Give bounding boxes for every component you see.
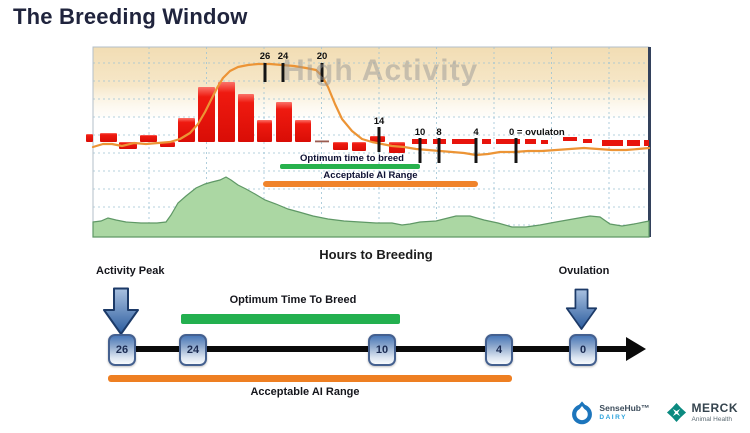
timeline-marker-10: 10 bbox=[368, 334, 396, 366]
svg-text:24: 24 bbox=[278, 51, 289, 62]
timeline-marker-0: 0 bbox=[569, 334, 597, 366]
footer-logos: SenseHub™ DAIRY MERCK Animal Health bbox=[570, 400, 738, 425]
timeline-axis-arrowhead-icon bbox=[626, 337, 646, 361]
page-title: The Breeding Window bbox=[13, 4, 248, 29]
svg-text:10: 10 bbox=[415, 127, 426, 138]
ovulation-label: Ovulation bbox=[558, 265, 610, 277]
svg-text:Optimum time to breed: Optimum time to breed bbox=[300, 153, 404, 164]
merck-logo: MERCK Animal Health bbox=[666, 402, 739, 423]
svg-text:26: 26 bbox=[260, 51, 271, 62]
merck-name: MERCK bbox=[691, 401, 738, 416]
timeline-marker-26: 26 bbox=[108, 334, 136, 366]
ovulation-arrow-icon bbox=[565, 288, 598, 330]
timeline-marker-24: 24 bbox=[179, 334, 207, 366]
svg-text:0 = ovulaton: 0 = ovulaton bbox=[509, 127, 565, 138]
timeline-title: Hours to Breeding bbox=[319, 247, 433, 262]
activity-peak-label: Activity Peak bbox=[96, 265, 165, 277]
timeline-marker-4: 4 bbox=[485, 334, 513, 366]
merck-sub: Animal Health bbox=[691, 415, 732, 423]
acceptable-range-bar bbox=[108, 375, 512, 382]
activity-peak-arrow-icon bbox=[103, 287, 139, 335]
sensehub-droplet-icon bbox=[572, 401, 593, 425]
optimum-range-bar bbox=[181, 314, 400, 324]
svg-text:20: 20 bbox=[317, 51, 328, 62]
sensehub-logo: SenseHub™ DAIRY bbox=[570, 400, 650, 425]
svg-text:4: 4 bbox=[473, 127, 479, 138]
timeline-optimum-label: Optimum Time To Breed bbox=[229, 294, 357, 306]
svg-text:Acceptable AI Range: Acceptable AI Range bbox=[323, 170, 417, 181]
sensehub-sub: DAIRY bbox=[599, 413, 627, 421]
svg-text:8: 8 bbox=[436, 127, 441, 138]
timeline-acceptable-label: Acceptable AI Range bbox=[250, 386, 360, 398]
sensehub-name: SenseHub™ bbox=[599, 403, 650, 414]
svg-text:14: 14 bbox=[374, 116, 385, 127]
merck-emblem-icon bbox=[666, 402, 686, 423]
